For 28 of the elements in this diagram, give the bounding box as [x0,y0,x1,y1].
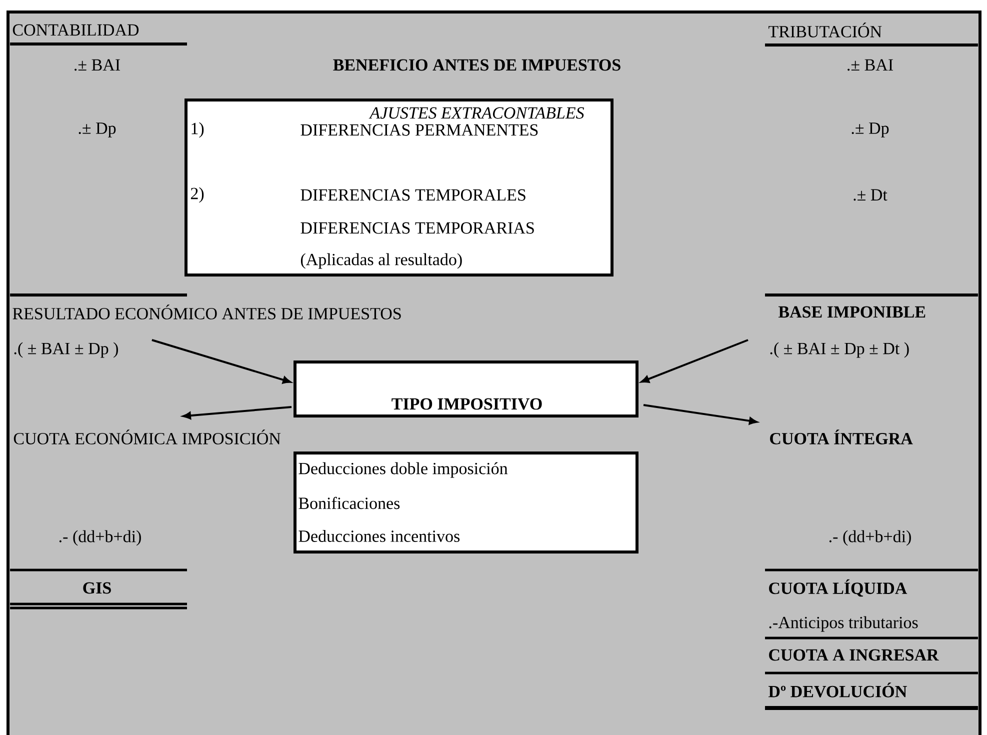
column-heading: CONTABILIDAD [12,24,139,36]
arrow [152,339,291,384]
deductions-box: Deducciones doble imposición Bonificaciones Deducciones incentivos [294,452,638,554]
total-text: GIS [83,582,111,594]
tax-rate-box: TIPO IMPOSITIVO [294,360,638,418]
formula-text: .± BAI [848,59,893,71]
formula-text: .± BAI [74,59,120,71]
heading-text: RESULTADO ECONÓMICO ANTES DE IMPUESTOS [12,304,401,320]
formula-text: .- (dd+b+di) [59,530,141,546]
arrow [182,406,292,420]
arrow [643,404,758,425]
formula-text: .± Dp [78,122,116,138]
heading-text: CUOTA A INGRESAR [769,649,939,661]
heading-text: CUOTA ÍNTEGRA [770,430,913,444]
column-heading: TRIBUTACIÓN [768,22,882,38]
formula-text: .± Dt [854,189,888,201]
formula-text: .- (dd+b+di) [829,530,911,546]
heading-text: BASE IMPONIBLE [778,306,926,318]
heading-text: CUOTA ECONÓMICA IMPOSICIÓN [14,430,281,444]
heading-text: Dº DEVOLUCIÓN [768,682,907,698]
formula-text: .± Dp [852,122,889,138]
note-text: .-Anticipos tributarios [769,616,918,632]
formula-text: .( ± BAI ± Dp ± Dt ) [770,342,909,358]
heading-text: BENEFICIO ANTES DE IMPUESTOS [333,59,620,71]
adjustments-box: AJUSTES EXTRACONTABLES 1) DIFERENCIAS PERMANENTES 2) DIFERENCIAS TEMPORALES DIFERENCIAS TEMPORARIAS (Aplicadas al resultado) [184,98,614,276]
arrow [641,339,748,383]
heading-text: CUOTA LÍQUIDA [769,579,908,597]
formula-text: .( ± BAI ± Dp ) [14,342,118,358]
